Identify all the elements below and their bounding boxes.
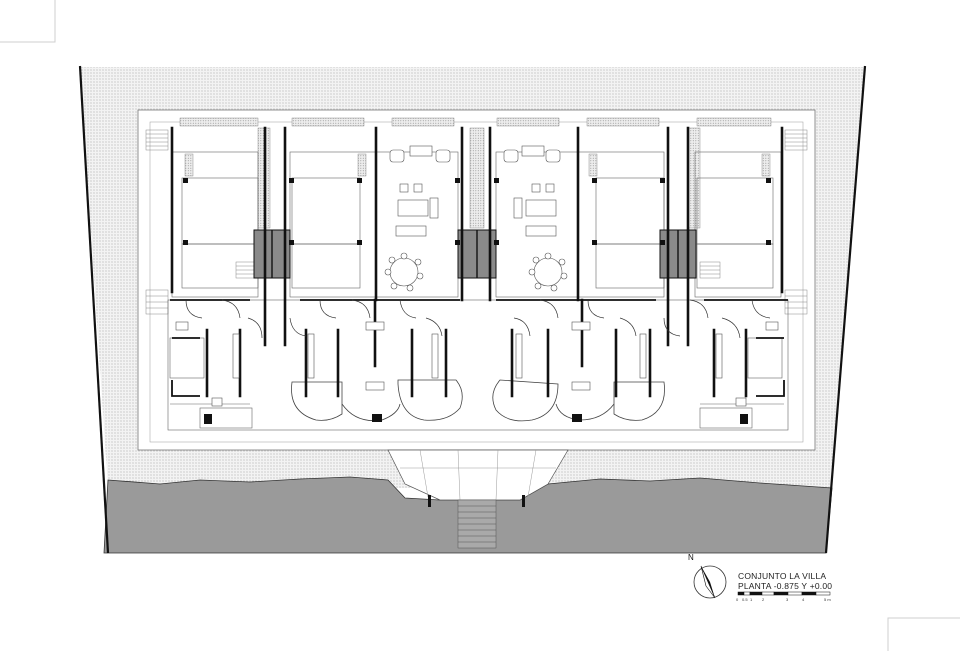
structural-walls	[170, 126, 784, 398]
curved-bays	[291, 379, 665, 422]
scale-label: 0.5	[742, 597, 748, 602]
site-boundary	[78, 65, 867, 554]
scale-label: 2	[762, 597, 765, 602]
north-label: N	[688, 553, 694, 562]
building-footprint	[137, 109, 816, 549]
scale-labels: 0 0.5 1 2 3 4 5 m	[736, 597, 836, 605]
scale-label: 3	[786, 597, 789, 602]
furniture	[384, 145, 568, 292]
scale-bar	[737, 591, 831, 596]
columns	[183, 178, 771, 245]
drawing-title: CONJUNTO LA VILLA	[738, 571, 827, 581]
drawing-subtitle: PLANTA -0.875 Y +0.00	[738, 581, 833, 591]
north-arrow: N	[688, 553, 727, 599]
scale-label: 0	[736, 597, 739, 602]
kitchen-fixtures	[175, 321, 779, 407]
scale-label: 4	[802, 597, 805, 602]
scale-label: 1	[750, 597, 753, 602]
door-swings	[185, 299, 771, 339]
scale-label: 5 m	[824, 597, 831, 602]
drawing-title-block: CONJUNTO LA VILLA PLANTA -0.875 Y +0.00	[738, 571, 832, 591]
perimeter-stairs	[145, 129, 808, 315]
